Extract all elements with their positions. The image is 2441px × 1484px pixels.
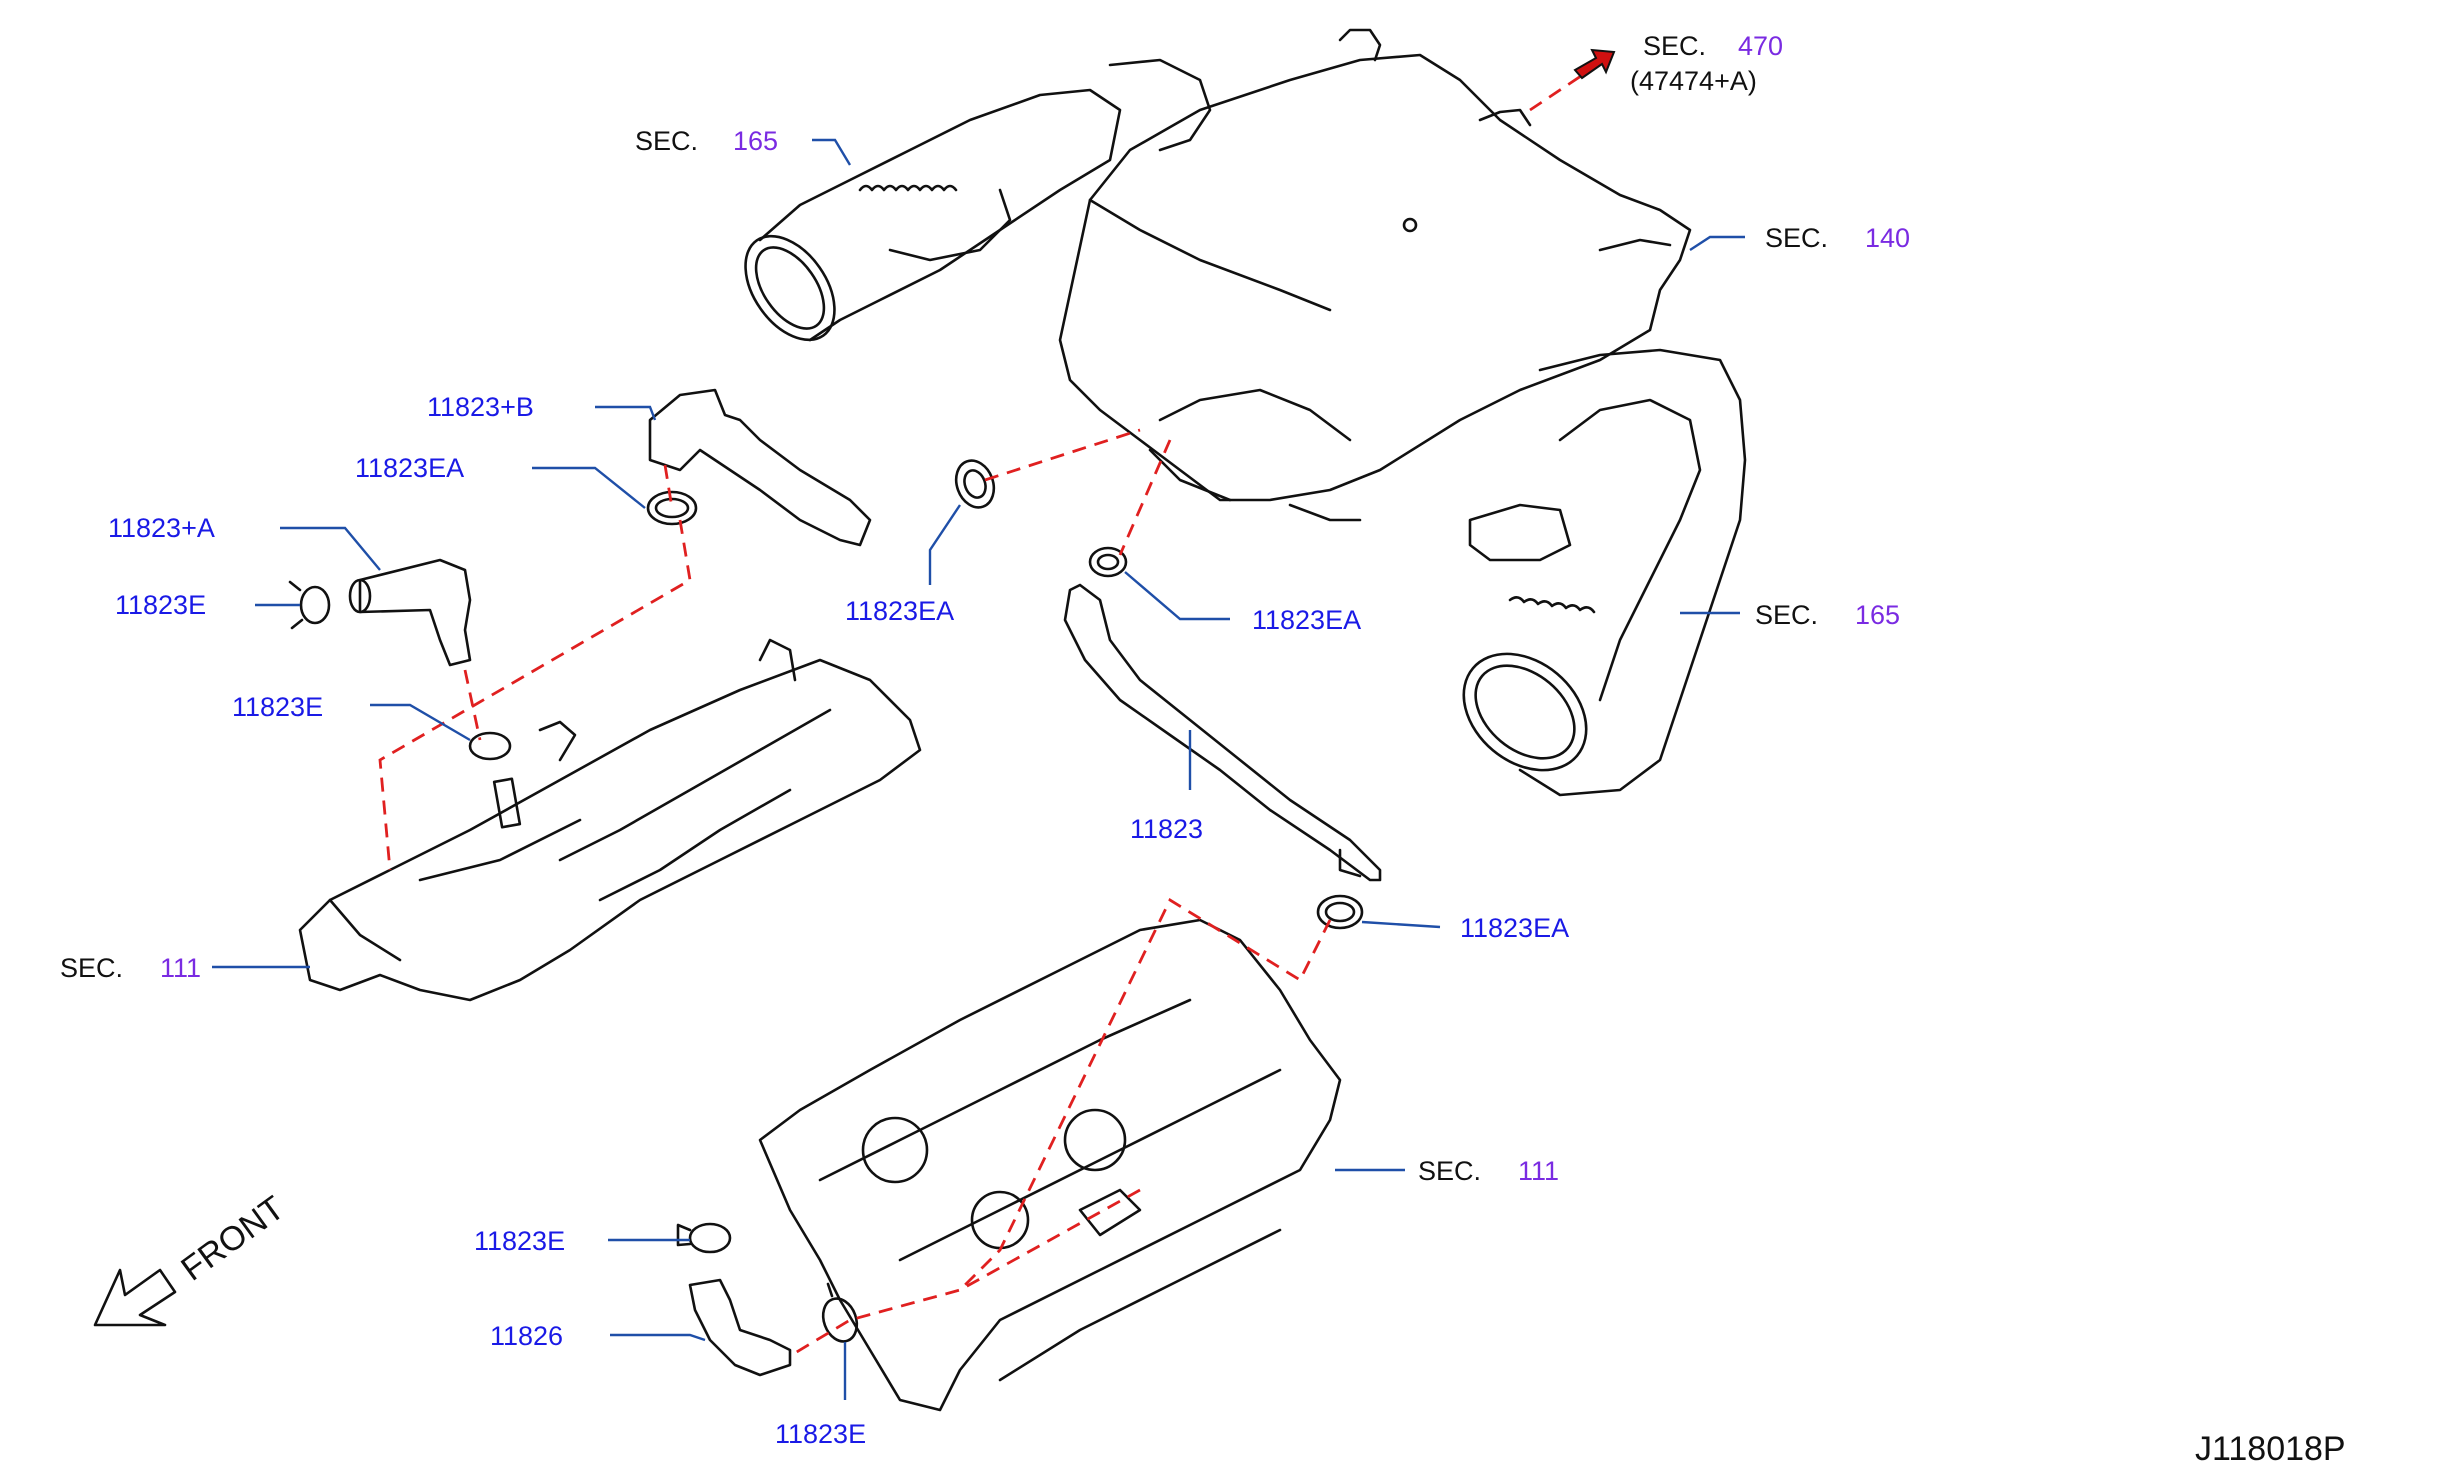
label-11823EA-c: 11823EA (1252, 605, 1361, 635)
clamp-11823E-c (676, 1222, 732, 1254)
clamp-11823E-a (288, 580, 331, 630)
hose-11826 (688, 1278, 792, 1377)
label-11823E-b: 11823E (232, 692, 323, 722)
label-11823EA-d: 11823EA (1460, 913, 1569, 943)
label-11823: 11823 (1130, 814, 1203, 844)
valve-cover-left (298, 638, 922, 1002)
valve-cover-right (758, 918, 1342, 1412)
sec470-prefix: SEC. (1643, 31, 1706, 61)
drawing-code: J118018P (2195, 1430, 2346, 1468)
front-arrow-icon (93, 1268, 177, 1327)
sec111-left-prefix: SEC. (60, 953, 123, 983)
label-11823EA-b: 11823EA (845, 596, 954, 626)
sec111-right-prefix: SEC. (1418, 1156, 1481, 1186)
sec111-left-number: 111 (160, 953, 201, 983)
sec165-right-prefix: SEC. (1755, 600, 1818, 630)
sec470-sub: (47474+A) (1630, 66, 1757, 96)
sec140-prefix: SEC. (1765, 223, 1828, 253)
label-11823E-c: 11823E (474, 1226, 565, 1256)
pipe-11823A (348, 558, 472, 667)
sec165-top-number: 165 (733, 126, 778, 156)
clamp-11823EA-c (1088, 546, 1128, 578)
clamp-11823EA-a (646, 490, 698, 526)
hose-11823 (1063, 583, 1382, 882)
label-11823A: 11823+A (108, 513, 215, 543)
clamp-11823E-b (468, 731, 512, 761)
clamp-11823EA-b (954, 459, 996, 509)
sec470-number: 470 (1738, 31, 1783, 61)
front-label: FRONT (174, 1189, 291, 1289)
hose-11823B (648, 388, 872, 547)
sec165-top-prefix: SEC. (635, 126, 698, 156)
leader-lines (212, 138, 1745, 1400)
label-11823B: 11823+B (427, 392, 534, 422)
sec165-right-number: 165 (1855, 600, 1900, 630)
label-11823E-d: 11823E (775, 1419, 866, 1449)
sec140-number: 140 (1865, 223, 1910, 253)
intake-manifold (1058, 28, 1692, 522)
label-11826: 11826 (490, 1321, 563, 1351)
air-duct-right (1462, 348, 1747, 797)
arrow-sec470-icon (1573, 48, 1616, 80)
sec111-right-number: 111 (1518, 1156, 1559, 1186)
clamp-11823EA-d (1316, 894, 1364, 930)
clamp-11823E-d (821, 1282, 859, 1343)
dashed-connections (378, 68, 1591, 1358)
label-11823E-a: 11823E (115, 590, 206, 620)
air-inlet-tube-top (744, 58, 1212, 342)
label-11823EA-a: 11823EA (355, 453, 464, 483)
